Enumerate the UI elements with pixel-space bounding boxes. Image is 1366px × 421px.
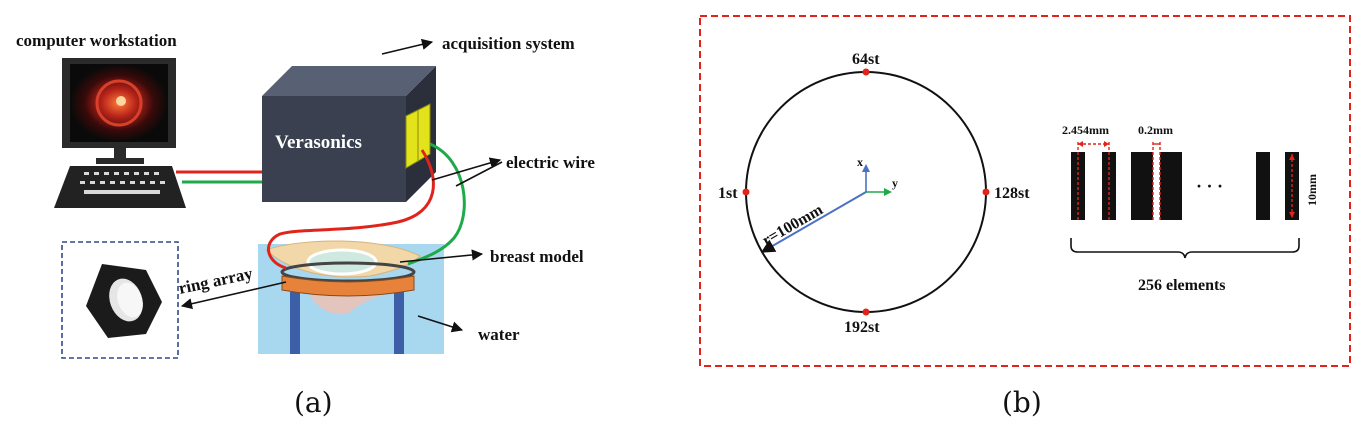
ring-array-top: [280, 261, 416, 283]
caption-b: (b): [1002, 386, 1042, 419]
height-label: 10mm: [1305, 174, 1319, 206]
box-top: [262, 66, 436, 96]
water-arrow: [417, 315, 464, 333]
electric-wire-arrow-1: [431, 157, 502, 181]
red-wire: [267, 149, 435, 270]
radius-label: r=100mm: [760, 201, 827, 249]
acquisition-system-label: acquisition system: [442, 34, 575, 53]
breast-lower: [310, 296, 380, 315]
marker-1st: [742, 188, 750, 196]
keyboard-keys: [80, 172, 165, 194]
monitor-neck: [114, 148, 126, 160]
ring-array-inset-frame: [61, 241, 179, 359]
panel-a: computer workstation Verasonics: [16, 31, 595, 419]
inset-ring-hole: [117, 282, 143, 318]
element-4: [1160, 152, 1182, 220]
label-64st: 64st: [852, 51, 880, 68]
acquisition-system-arrow: [381, 38, 434, 55]
marker-128st: [982, 188, 990, 196]
panel-b-frame: [699, 15, 1351, 367]
height-arrow-top: [1289, 154, 1295, 160]
box-front: [262, 96, 406, 202]
element-2: [1102, 152, 1116, 220]
water-label: water: [478, 325, 520, 344]
height-arrow-bottom: [1289, 212, 1295, 218]
axis-x-head: [862, 164, 870, 172]
elements-brace: [1070, 238, 1300, 259]
marker-64st: [862, 68, 870, 76]
gap-label: 0.2mm: [1138, 123, 1173, 137]
electric-wire-arrow-2: [455, 161, 503, 187]
marker-192st: [862, 308, 870, 316]
verasonics-label: Verasonics: [275, 132, 362, 153]
pitch-label: 2.454mm: [1062, 123, 1109, 137]
breast-model-arrow: [399, 249, 484, 263]
label-128st: 128st: [994, 185, 1030, 202]
ring-array-label: ring array: [177, 264, 255, 298]
panel-b: 64st 1st 128st 192st r=100mm x y: [699, 15, 1351, 419]
tank-leg-left: [290, 292, 300, 354]
pitch-arrow-right: [1104, 141, 1109, 147]
element-255: [1256, 152, 1270, 220]
computer-workstation-label: computer workstation: [16, 31, 177, 50]
axis-y-label: y: [892, 176, 898, 190]
computer-workstation: [54, 58, 186, 208]
element-3: [1131, 152, 1153, 220]
transducer-elements: 2.454mm 0.2mm 10mm · · ·: [1062, 123, 1319, 222]
radius-line: [760, 191, 867, 253]
tank-leg-right: [394, 292, 404, 354]
ring-array-inset-photo: [86, 264, 162, 338]
keyboard: [54, 166, 186, 208]
screen-ring-image: [95, 79, 143, 127]
ellipsis: · · ·: [1196, 176, 1223, 196]
element-1: [1071, 152, 1085, 220]
verasonics-box: Verasonics: [262, 66, 436, 202]
ring-array-arrow: [180, 281, 287, 310]
pitch-arrow-left: [1078, 141, 1083, 147]
axis-x-label: x: [857, 155, 863, 169]
green-wire: [407, 142, 466, 266]
caption-a: (a): [294, 386, 333, 419]
breast-model-label: breast model: [490, 247, 584, 266]
label-192st: 192st: [844, 319, 880, 336]
elements-count-label: 256 elements: [1138, 277, 1226, 294]
screen-hotspot: [116, 96, 126, 106]
ring-array-band: [281, 275, 415, 297]
label-1st: 1st: [718, 185, 738, 202]
axis-y-head: [884, 188, 892, 196]
electric-wire-label: electric wire: [506, 153, 595, 172]
monitor-stand: [96, 158, 144, 164]
